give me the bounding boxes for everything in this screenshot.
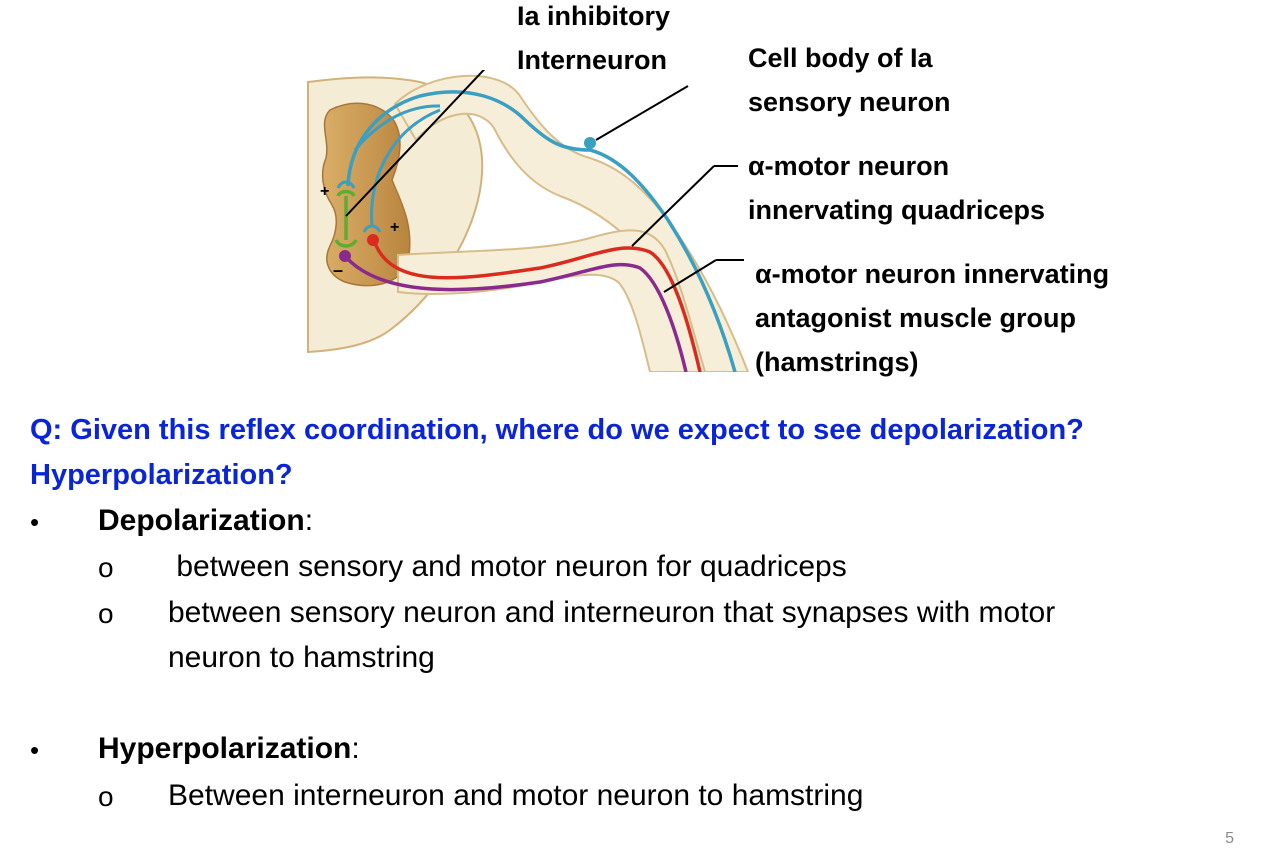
question-line1: Q: Given this reflex coordination, where…: [30, 414, 1084, 446]
bullet-colon: :: [351, 732, 360, 765]
label-interneuron-line1: Ia inhibitory: [517, 1, 671, 31]
inhibitory-sign: –: [333, 260, 343, 280]
label-interneuron-line2: Interneuron: [517, 45, 668, 75]
sub-item-text-cont: neuron to hamstring: [168, 641, 435, 674]
cell-body-leader-line: [595, 85, 689, 141]
sensory-cell-body: [584, 137, 596, 149]
label-ham-motor-line1: α-motor neuron innervating: [755, 259, 1110, 289]
bullet-marker: •: [30, 507, 40, 537]
quad-leader-line: [631, 165, 715, 247]
bullet-term: Depolarization: [98, 504, 305, 537]
sensory-branch: [370, 108, 441, 227]
sub-marker: o: [98, 781, 114, 812]
sub-marker: o: [98, 598, 114, 629]
question-line2: Hyperpolarization?: [30, 459, 293, 491]
sub-item-text: between sensory and motor neuron for qua…: [168, 550, 847, 583]
question-text: Q: Given this reflex coordination, where…: [30, 408, 1255, 498]
spinal-reflex-diagram: + + –: [307, 70, 750, 372]
page-number: 5: [1225, 830, 1234, 847]
label-cell-body-line1: Cell body of Ia: [748, 43, 933, 73]
label-quad-motor-line2: innervating quadriceps: [748, 195, 1046, 225]
quadriceps-motor-neuron: [372, 239, 702, 372]
bullet-colon: :: [304, 504, 314, 537]
sub-item-text: Between interneuron and motor neuron to …: [168, 779, 864, 812]
bullet-marker: •: [30, 735, 40, 765]
bullet-hyperpolarization: Hyperpolarization:: [98, 726, 360, 771]
sensory-branch-2: [353, 104, 441, 151]
bullet-depolarization: Depolarization:: [98, 498, 313, 543]
label-quad-motor-line1: α-motor neuron: [748, 151, 950, 181]
ham-leader-line: [663, 259, 717, 293]
label-ham-motor-line2: antagonist muscle group: [755, 303, 1077, 333]
interneuron-leader-line: [345, 70, 486, 217]
excitatory-sign-2: +: [390, 219, 399, 236]
synapse-ending-green: [336, 180, 356, 189]
ia-inhibitory-interneuron: [334, 189, 358, 248]
synapse-ending-blue: [362, 224, 382, 233]
sub-item-text: between sensory neuron and interneuron t…: [168, 596, 1056, 629]
excitatory-sign-1: +: [320, 183, 329, 200]
label-cell-body-line2: sensory neuron: [748, 87, 951, 117]
quad-motor-cell-body: [367, 234, 379, 246]
hamstring-motor-neuron: [343, 254, 688, 372]
ia-sensory-neuron: [346, 90, 737, 372]
bullet-term: Hyperpolarization: [98, 732, 352, 765]
ventral-root: [397, 229, 707, 372]
ham-motor-cell-body: [339, 250, 351, 262]
label-ham-motor-line3: (hamstrings): [755, 347, 919, 377]
sub-marker: o: [98, 552, 114, 583]
